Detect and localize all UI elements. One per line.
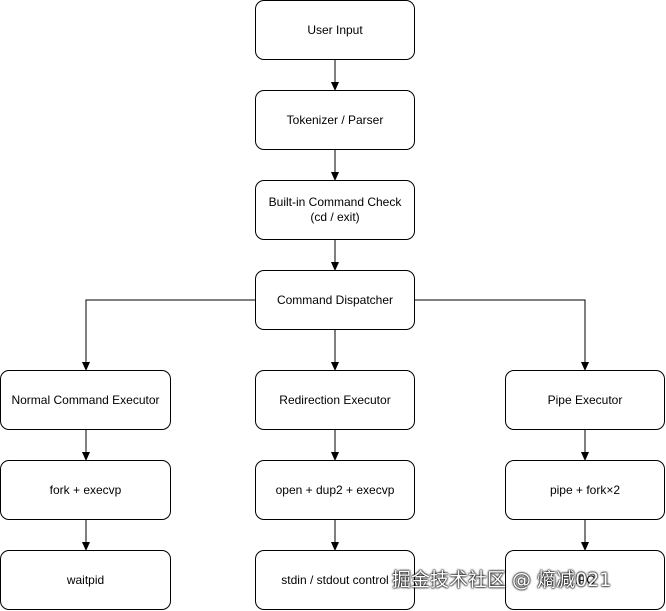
fork-execvp-node: fork + execvp [0, 460, 171, 520]
normal-executor-node: Normal Command Executor [0, 370, 171, 430]
pipe-executor-node: Pipe Executor [505, 370, 665, 430]
arrow-dispatcher-to-pipe [415, 299, 589, 371]
open-dup2-execvp-label: open + dup2 + execvp [275, 482, 395, 497]
normal-executor-label: Normal Command Executor [11, 392, 160, 407]
dispatcher-node: Command Dispatcher [255, 270, 415, 330]
pipe-executor-label: Pipe Executor [547, 392, 623, 407]
pipe-fork-node: pipe + fork×2 [505, 460, 665, 520]
builtin-check-label: Built-in Command Check (cd / exit) [268, 195, 402, 224]
fork-execvp-label: fork + execvp [49, 482, 122, 497]
pipe-fork-label: pipe + fork×2 [549, 482, 621, 497]
arrow-dispatcher-to-normal [82, 299, 255, 371]
builtin-check-node: Built-in Command Check (cd / exit) [255, 180, 415, 240]
redirection-executor-label: Redirection Executor [279, 392, 391, 407]
ipc-node: IPC [505, 550, 665, 610]
tokenizer-label: Tokenizer / Parser [286, 112, 384, 127]
watermark: 掘金技术社区 @ 熵减021 [392, 569, 612, 591]
user-input-label: User Input [307, 22, 363, 37]
open-dup2-execvp-node: open + dup2 + execvp [255, 460, 415, 520]
stdin-stdout-label: stdin / stdout control [281, 572, 389, 587]
dispatcher-label: Command Dispatcher [276, 292, 394, 307]
stdin-stdout-node: stdin / stdout control [255, 550, 415, 610]
user-input-node: User Input [255, 0, 415, 60]
waitpid-node: waitpid [0, 550, 171, 610]
redirection-executor-node: Redirection Executor [255, 370, 415, 430]
waitpid-label: waitpid [66, 572, 105, 587]
tokenizer-node: Tokenizer / Parser [255, 90, 415, 150]
ipc-label: IPC [574, 572, 595, 587]
